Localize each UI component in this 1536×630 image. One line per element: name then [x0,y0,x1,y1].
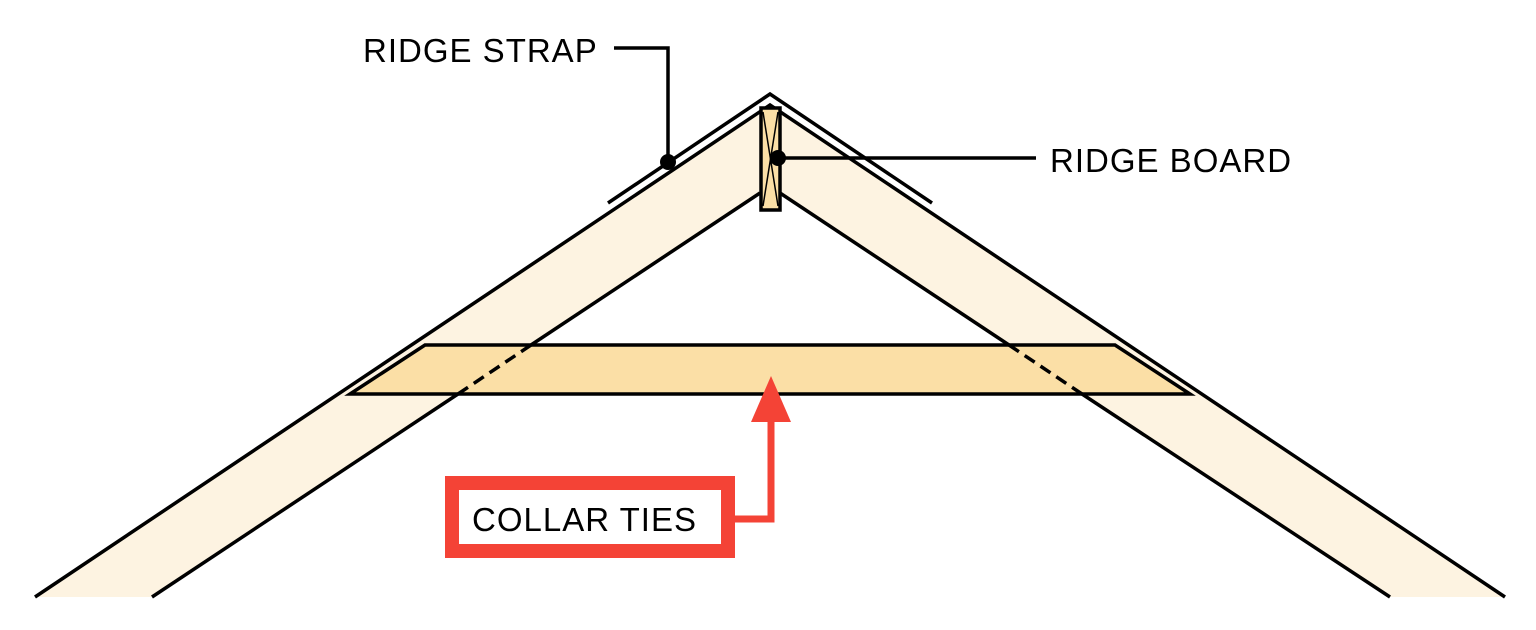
left-rafter-bottom-line [151,392,459,599]
arrowhead-icon [751,376,791,422]
rafter-top-line [34,102,1506,599]
ridge-board-callout: RIDGE BOARD [770,142,1292,179]
collar-ties-callout: COLLAR TIES [445,376,791,558]
collar-tie [344,343,1196,396]
left-rafter-hidden-line [457,343,532,396]
ridge-strap-label: RIDGE STRAP [363,32,598,69]
right-rafter-bottom-line-upper [779,191,1010,347]
left-rafter-bottom-line-upper [530,191,761,347]
ridge-board-label: RIDGE BOARD [1050,142,1292,179]
collar-ties-arrow [735,418,775,523]
right-rafter-bottom-line [1081,392,1391,599]
ridge-strap-callout: RIDGE STRAP [363,32,676,170]
collar-ties-label: COLLAR TIES [472,501,697,538]
right-rafter-hidden-line [1008,343,1083,396]
